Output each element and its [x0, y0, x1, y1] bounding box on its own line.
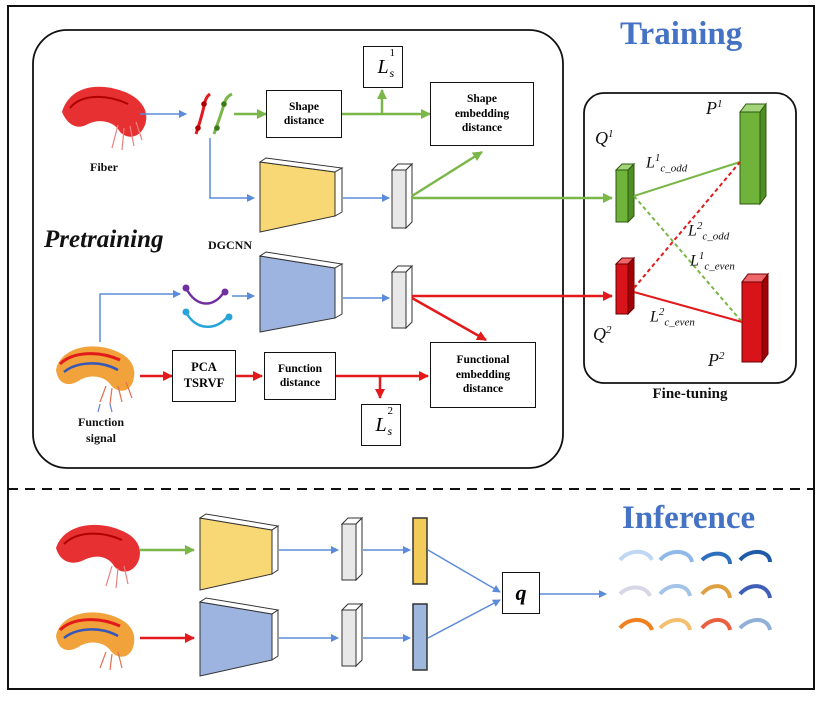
function-signal-label: Function signal [77, 415, 124, 446]
lc-odd-2-base: L [688, 222, 697, 240]
shape-distance-box: Shape distance [266, 90, 342, 138]
inference-blue-embedding [412, 603, 428, 671]
function-signal-curves [182, 284, 233, 328]
inference-function-vector [340, 602, 364, 668]
inference-function-image [56, 612, 135, 671]
q2-label: Q2 [593, 324, 612, 345]
lc-even-1-base: L [690, 252, 699, 270]
loss-ls1-sup: 1 [389, 46, 395, 59]
inference-title: Inference [622, 500, 756, 536]
lc-even-2-label: L2c_even [650, 306, 695, 329]
lc-odd-1-label: L1c_odd [646, 152, 687, 175]
lc-even-2-sup: 2 [658, 306, 665, 318]
p2-red-bar [741, 272, 769, 364]
arrow-signal-to-curves [99, 290, 181, 342]
shape-embedding-distance-box: Shape embedding distance [430, 82, 534, 146]
lc-even-2-base: L [650, 308, 659, 326]
function-distance-box: Function distance [264, 352, 336, 400]
lc-even-1-label: L1c_even [690, 250, 735, 273]
q2-sup: 2 [606, 324, 612, 336]
p2-sup: 2 [719, 350, 725, 362]
dgcnn-encoder-yellow [259, 161, 336, 233]
inference-fiber-image [56, 524, 140, 589]
lc-odd-1-base: L [646, 154, 655, 172]
functional-embedding-distance-box: Functional embedding distance [430, 342, 536, 408]
lc-even-2-sub: c_even [664, 316, 695, 329]
p2-base: P [708, 350, 719, 370]
function-signal-image [56, 346, 135, 413]
q-box: q [502, 572, 540, 614]
pca-tsrvf-box: PCA TSRVF [172, 350, 236, 402]
inference-encoder-blue [199, 601, 273, 677]
p2-label: P2 [708, 350, 725, 371]
inference-encoder-yellow [199, 517, 273, 591]
arrow-vector-to-shape-embedding [411, 150, 483, 198]
arrow-segments-to-encoder [209, 138, 255, 202]
lc-even-1-sub: c_even [704, 260, 735, 273]
lc-odd-1-sub: c_odd [660, 162, 688, 175]
loss-ls1-sub: s [389, 65, 395, 80]
loss-ls1-base: L [377, 55, 389, 78]
function-encoder-blue [259, 255, 336, 333]
cluster-results-grid [618, 549, 772, 631]
p1-sup: 1 [717, 98, 723, 110]
arrow-inf-emb1-to-q [427, 549, 501, 593]
dgcnn-label: DGCNN [208, 238, 252, 252]
fiber-bundle-image [62, 86, 147, 151]
q1-green-bar [614, 162, 636, 224]
arrow-vector-to-functional-embedding [411, 296, 487, 342]
p1-label: P1 [706, 98, 723, 119]
q1-label: Q1 [595, 128, 614, 149]
pretraining-frame [32, 29, 564, 469]
lc-odd-1-sup: 1 [654, 152, 661, 164]
shape-embedding-vector [390, 162, 414, 230]
q1-sup: 1 [608, 128, 614, 140]
lc-even-2-line [633, 291, 743, 323]
lc-odd-2-sub: c_odd [702, 230, 730, 243]
lc-even-1-sup: 1 [698, 250, 705, 262]
pretraining-label: Pretraining [44, 226, 164, 253]
function-embedding-vector [390, 264, 414, 330]
fiber-label: Fiber [90, 160, 118, 174]
inference-shape-vector [340, 516, 364, 582]
p1-base: P [706, 98, 717, 118]
fiber-segments-icon [194, 92, 233, 135]
arrow-inf-emb2-to-q [427, 599, 501, 639]
outer-frame [7, 5, 815, 690]
inference-yellow-embedding [412, 517, 428, 585]
q2-red-bar [614, 256, 636, 316]
loss-ls2-base: L [375, 413, 387, 436]
finetuning-frame [583, 92, 797, 384]
q1-base: Q [595, 128, 608, 148]
lc-odd-2-label: L2c_odd [688, 220, 729, 243]
lc-odd-1-line [633, 161, 741, 197]
loss-ls2-sub: s [387, 423, 393, 438]
training-title: Training [620, 16, 743, 52]
q2-base: Q [593, 324, 606, 344]
loss-ls2-sup: 2 [387, 404, 393, 417]
p1-green-bar [739, 102, 767, 206]
lc-odd-2-sup: 2 [696, 220, 703, 232]
finetuning-label: Fine-tuning [652, 386, 728, 402]
